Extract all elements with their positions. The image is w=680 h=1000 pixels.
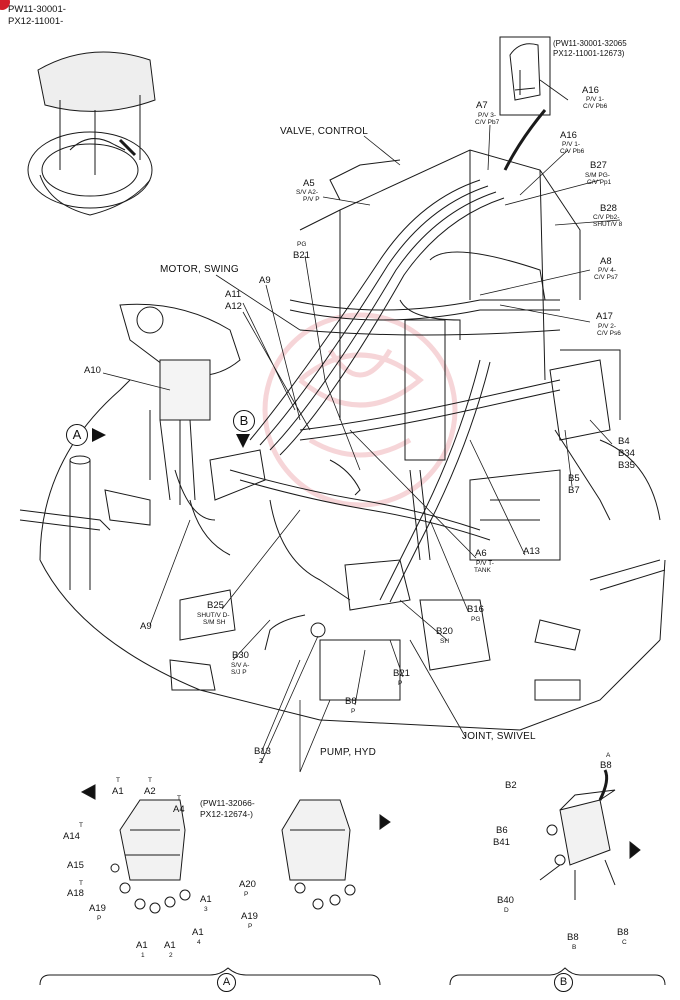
watermark-logo	[262, 312, 458, 508]
view-b-arrow-icon	[236, 434, 250, 448]
leader-lines	[102, 79, 621, 773]
detail-a-label-a1: A1	[112, 786, 124, 797]
detail-a-t-mark-5: T	[79, 880, 83, 887]
label-a9-top: A9	[259, 275, 271, 286]
detail-a-t-mark-2: T	[148, 777, 152, 784]
detail-a-range-line-1: (PW11-32066-	[200, 798, 255, 808]
detail-b-footer-marker: B	[554, 973, 573, 992]
page-corner-badge	[0, 0, 10, 10]
serial-range-line-2: PX12-11001-	[8, 16, 64, 27]
detail-a-label-a2: A2	[144, 786, 156, 797]
machine-overview-illustration	[27, 51, 156, 216]
view-a-arrow-icon	[92, 428, 106, 442]
top-right-range-line-1: (PW11-30001-32065	[553, 39, 627, 48]
detail-a-label-a15: A15	[67, 860, 84, 871]
detail-a-t-mark-4: T	[79, 822, 83, 829]
detail-a-label-a14: A14	[63, 831, 80, 842]
label-a12: A12	[225, 301, 242, 312]
label-b5: B5	[568, 473, 580, 484]
title-joint-swivel: JOINT, SWIVEL	[462, 731, 536, 742]
detail-a-t-mark-3: T	[177, 795, 181, 802]
detail-b-artwork	[449, 769, 666, 986]
title-motor-swing: MOTOR, SWING	[160, 264, 239, 275]
detail-a-label-a18: A18	[67, 888, 84, 899]
label-b35: B35	[618, 460, 635, 471]
label-a9-left: A9	[140, 621, 152, 632]
title-pump-hyd: PUMP, HYD	[320, 747, 377, 758]
label-b34: B34	[618, 448, 635, 459]
label-a11: A11	[225, 289, 242, 300]
detail-a-label-a4: A4	[173, 804, 185, 815]
inset-detail-frame	[499, 36, 551, 171]
detail-b-label-b2: B2	[505, 780, 517, 791]
label-b7: B7	[568, 485, 580, 496]
title-valve-control: VALVE, CONTROL	[280, 126, 369, 137]
view-a-marker: A	[66, 424, 88, 446]
top-right-range-line-2: PX12-11001-12673)	[553, 49, 625, 58]
main-assembly	[19, 149, 666, 731]
detail-a-t-mark-1: T	[116, 777, 120, 784]
detail-b-label-b6: B6	[496, 825, 508, 836]
detail-a-range-line-2: PX12-12674-)	[200, 809, 253, 819]
detail-a-artwork	[39, 784, 391, 986]
view-b-marker: B	[233, 410, 255, 432]
label-a13: A13	[523, 546, 540, 557]
label-a10: A10	[84, 365, 101, 376]
detail-b-label-b41: B41	[493, 837, 510, 848]
label-b4: B4	[618, 436, 630, 447]
serial-range-line-1: PW11-30001-	[8, 4, 66, 15]
detail-a-footer-marker: A	[217, 973, 236, 992]
